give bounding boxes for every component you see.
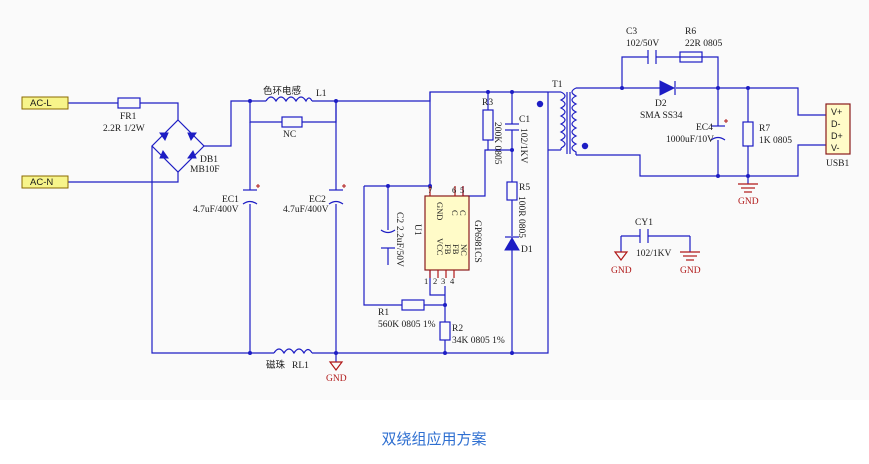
- u1-pin-num-3: 3: [441, 276, 445, 286]
- rl1-name: 磁珠: [266, 359, 286, 371]
- l1-nc-label: NC: [283, 130, 296, 140]
- u1-pin-nc: NC: [459, 244, 469, 256]
- u1-pin-gnd: GND: [435, 202, 445, 220]
- controller-ic-u1: GND C C VCC FB FB NC 7 6 5 1 2 3 4 U1 GP…: [412, 185, 482, 286]
- capacitor-ec1: EC1 4.7uF/400V: [193, 184, 260, 215]
- resistor-r6: R6 22R 0805: [679, 27, 722, 63]
- port-ac-l: AC-L: [21, 96, 69, 110]
- gnd-label-cy1-left: GND: [611, 266, 632, 276]
- ground-symbol-output: GND: [738, 183, 759, 207]
- resistor-r5: R5 100R 0805: [506, 181, 530, 238]
- resistor-r2: R2 34K 0805 1%: [439, 321, 505, 346]
- ground-symbol-cy1-right: GND: [680, 251, 701, 276]
- ec2-value: 4.7uF/400V: [283, 205, 329, 215]
- wires: [68, 56, 826, 362]
- capacitor-ec4: EC4 1000uF/10V: [666, 119, 728, 145]
- diode-d1: D1: [504, 236, 533, 255]
- usb1-pin-dplus: D+: [831, 131, 843, 141]
- bridge-rectifier-db1: DB1 MB10F: [151, 119, 220, 175]
- transformer-t1: T1: [536, 80, 589, 155]
- junction-dots: [248, 86, 750, 355]
- resistor-r7: R7 1K 0805: [742, 121, 792, 147]
- ferrite-bead-rl1: 磁珠 RL1: [266, 348, 313, 371]
- cy1-ref: CY1: [635, 218, 653, 228]
- capacitor-c3: C3 102/50V: [626, 27, 659, 64]
- figure-caption: 双绕组应用方案: [381, 430, 486, 448]
- u1-ref: U1: [412, 224, 422, 236]
- cy1-value: 102/1KV: [636, 249, 672, 259]
- capacitor-ec2: EC2 4.7uF/400V: [283, 184, 346, 215]
- r1-ref: R1: [378, 308, 389, 318]
- l1-ref: L1: [316, 89, 327, 99]
- u1-pin-c2: C: [458, 210, 468, 216]
- ec2-ref: EC2: [309, 195, 326, 205]
- gnd-label-cy1-right: GND: [680, 266, 701, 276]
- c3-value: 102/50V: [626, 39, 659, 49]
- d1-ref: D1: [521, 245, 533, 255]
- u1-pin-num-7: 7: [428, 185, 432, 195]
- fuse-resistor-fr1: FR1 2.2R 1/2W: [103, 97, 145, 134]
- c2-value: 2.2uF/50V: [394, 226, 404, 267]
- r3-ref: R3: [482, 98, 493, 108]
- r6-ref: R6: [685, 27, 696, 37]
- c2-label: C2: [394, 212, 404, 223]
- capacitor-c2: C2 2.2uF/50V: [380, 212, 404, 267]
- db1-ref: DB1: [200, 155, 218, 165]
- r2-value: 34K 0805 1%: [452, 336, 505, 346]
- capacitor-cy1: CY1 102/1KV: [635, 218, 672, 259]
- u1-pin-num-6: 6: [452, 185, 456, 195]
- u1-part: GP6981CS: [472, 220, 482, 263]
- gnd-label-main: GND: [326, 374, 347, 384]
- u1-pin-num-4: 4: [450, 276, 455, 286]
- c1-value: 102/1KV: [518, 128, 528, 164]
- d2-value: SMA SS34: [640, 111, 683, 121]
- u1-pin-fb2: FB: [451, 244, 461, 255]
- u1-pin-num-2: 2: [433, 276, 437, 286]
- u1-pin-num-5: 5: [460, 185, 464, 195]
- r6-value: 22R 0805: [685, 39, 722, 49]
- ec4-value: 1000uF/10V: [666, 135, 714, 145]
- capacitor-c1: C1 102/1KV: [505, 114, 530, 164]
- ec1-value: 4.7uF/400V: [193, 205, 239, 215]
- ground-symbol-cy1-left: GND: [611, 251, 632, 276]
- fr1-ref: FR1: [120, 112, 137, 122]
- d2-ref: D2: [655, 99, 667, 109]
- diode-d2: D2 SMA SS34: [640, 80, 683, 121]
- usb1-pin-vplus: V+: [831, 107, 842, 117]
- usb-connector-usb1: V+ D- D+ V- USB1: [825, 103, 851, 169]
- r5-ref: R5: [519, 183, 530, 193]
- l1-name: 色环电感: [263, 85, 302, 97]
- ec1-ref: EC1: [222, 195, 239, 205]
- fr1-value: 2.2R 1/2W: [103, 124, 145, 134]
- ec4-ref: EC4: [696, 123, 713, 133]
- resistor-r1: R1 560K 0805 1%: [378, 299, 436, 330]
- r5-value: 100R 0805: [516, 196, 526, 238]
- port-ac-n: AC-N: [21, 175, 69, 189]
- port-ac-l-label: AC-L: [30, 98, 52, 109]
- ground-symbol-main: GND: [326, 361, 347, 384]
- r7-value: 1K 0805: [759, 136, 792, 146]
- gnd-label-output: GND: [738, 197, 759, 207]
- c3-ref: C3: [626, 27, 637, 37]
- r7-ref: R7: [759, 124, 770, 134]
- rl1-ref: RL1: [292, 361, 309, 371]
- usb1-ref: USB1: [826, 159, 849, 169]
- u1-pin-vcc: VCC: [435, 238, 445, 256]
- usb1-pin-vminus: V-: [831, 143, 840, 153]
- usb1-pin-dminus: D-: [831, 119, 841, 129]
- u1-pin-num-1: 1: [424, 276, 428, 286]
- resistor-r3: R3 200K 0805: [482, 98, 502, 165]
- r2-ref: R2: [452, 324, 463, 334]
- inductor-l1: 色环电感 L1 NC: [263, 85, 327, 140]
- r1-value: 560K 0805 1%: [378, 320, 436, 330]
- c1-ref: C1: [519, 115, 530, 125]
- port-ac-n-label: AC-N: [30, 177, 53, 188]
- db1-value: MB10F: [190, 165, 220, 175]
- u1-pin-c1: C: [450, 210, 460, 216]
- u1-pin-fb1: FB: [443, 244, 453, 255]
- t1-ref: T1: [552, 80, 563, 90]
- r3-value: 200K 0805: [492, 122, 502, 165]
